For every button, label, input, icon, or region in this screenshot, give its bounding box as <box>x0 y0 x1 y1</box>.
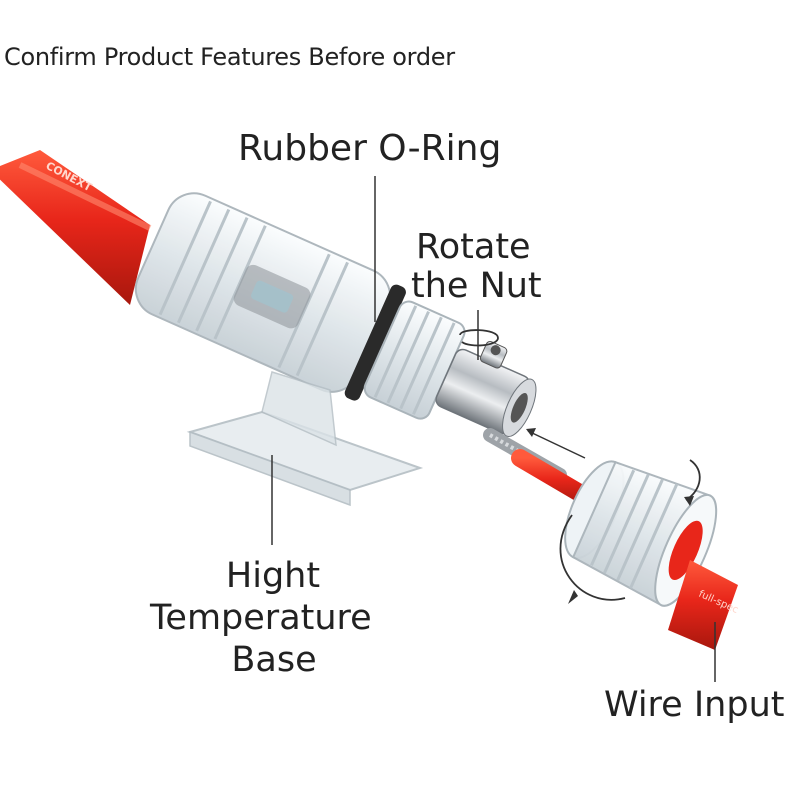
right-red-cable: full-spec <box>668 560 740 650</box>
arrowhead-icon <box>568 590 578 604</box>
rotate-nut-label-line2: the Nut <box>411 266 542 306</box>
high-temperature-base <box>186 371 424 507</box>
base-label-line2: Temperature <box>150 598 372 638</box>
arrowhead-icon <box>684 496 694 506</box>
arrowhead-icon <box>526 428 536 437</box>
wire-input-label: Wire Input <box>604 685 785 725</box>
left-red-cable: CONEXT <box>0 150 152 305</box>
rotate-nut-label-line1: Rotate <box>416 227 531 267</box>
rotating-nut-cap <box>564 460 718 607</box>
callout-lines <box>271 176 716 682</box>
base-label-line3: Base <box>231 640 317 680</box>
top-caption: Confirm Product Features Before order <box>4 43 455 71</box>
rubber-o-ring-label: Rubber O-Ring <box>238 128 502 169</box>
fuse-holder-body <box>134 192 537 438</box>
rubber-o-ring <box>344 284 406 401</box>
base-label-line1: Hight <box>225 556 321 596</box>
